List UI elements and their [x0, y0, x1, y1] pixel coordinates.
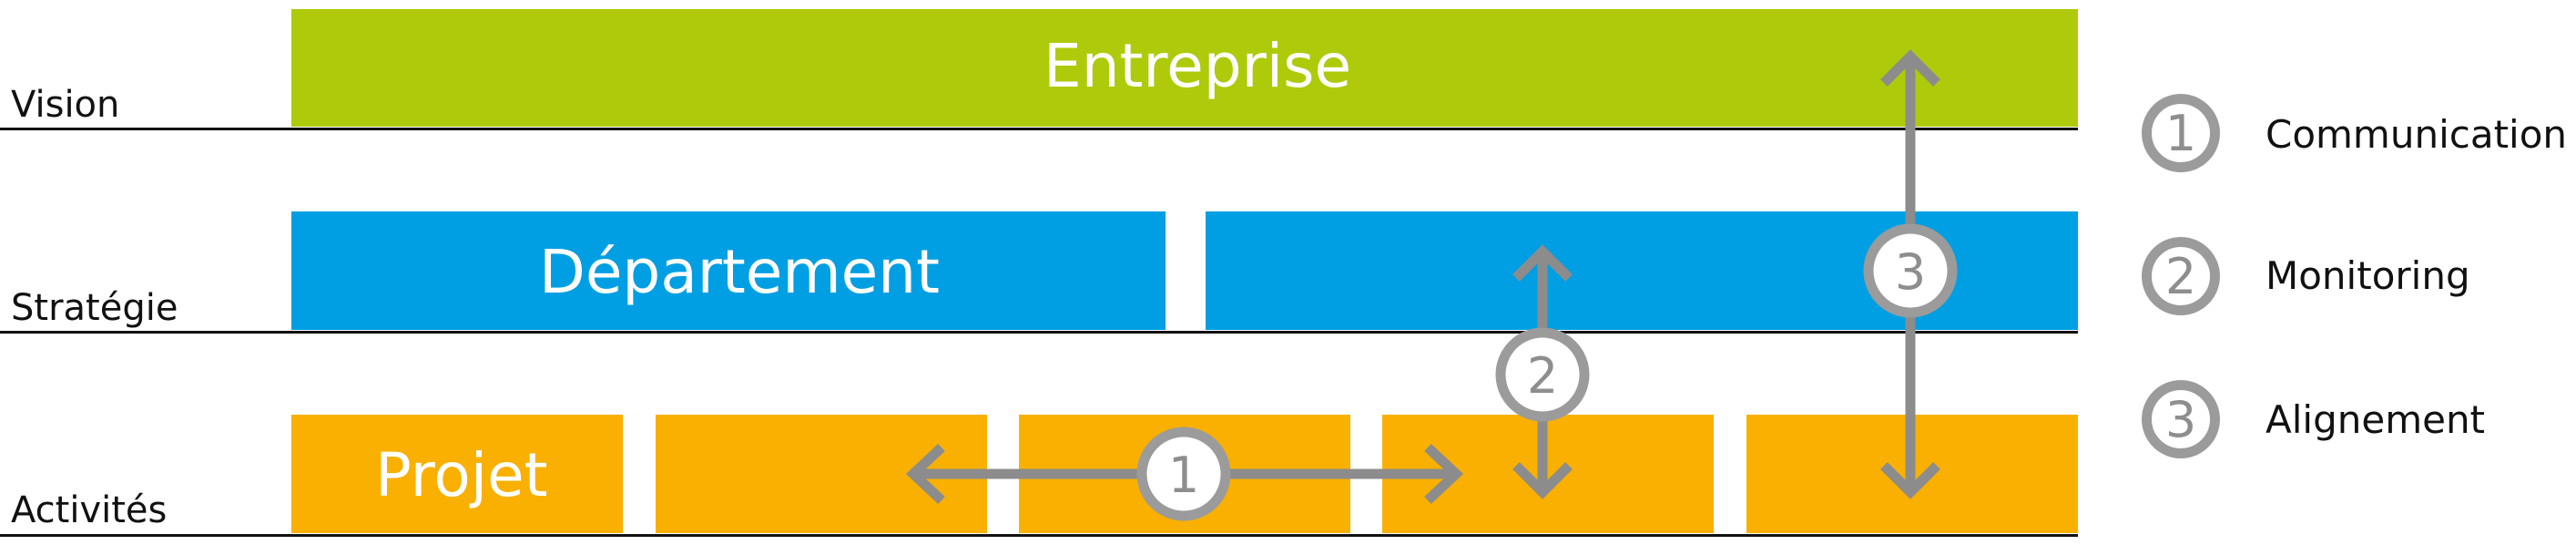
marker-1-number: 1: [1168, 447, 1199, 504]
legend-label-monitoring: Monitoring: [2265, 253, 2470, 298]
rule-strategy: [0, 331, 2078, 334]
department-label: Département: [539, 237, 940, 307]
rule-activities: [0, 534, 2078, 537]
row-label-strategy: Stratégie: [11, 287, 178, 329]
enterprise-box: Entreprise: [291, 9, 2078, 127]
enterprise-label: Entreprise: [1044, 31, 1352, 101]
legend-marker-2: 2: [2142, 237, 2220, 315]
department-box: Département: [291, 211, 1166, 330]
legend-marker-3: 3: [2142, 380, 2220, 458]
marker-2: 2: [1495, 327, 1590, 422]
project-box: Projet: [291, 415, 623, 533]
marker-3-number: 3: [1895, 243, 1926, 301]
marker-3: 3: [1863, 223, 1958, 318]
rule-vision: [0, 128, 2078, 130]
project-label: Projet: [375, 440, 548, 510]
marker-1: 1: [1136, 427, 1231, 521]
marker-2-number: 2: [1527, 347, 1558, 405]
legend-label-communication: Communication: [2265, 112, 2568, 157]
row-label-activities: Activités: [11, 489, 168, 531]
row-label-vision: Vision: [11, 84, 120, 126]
legend-label-alignment: Alignement: [2265, 397, 2486, 442]
legend-marker-1: 1: [2142, 94, 2220, 172]
